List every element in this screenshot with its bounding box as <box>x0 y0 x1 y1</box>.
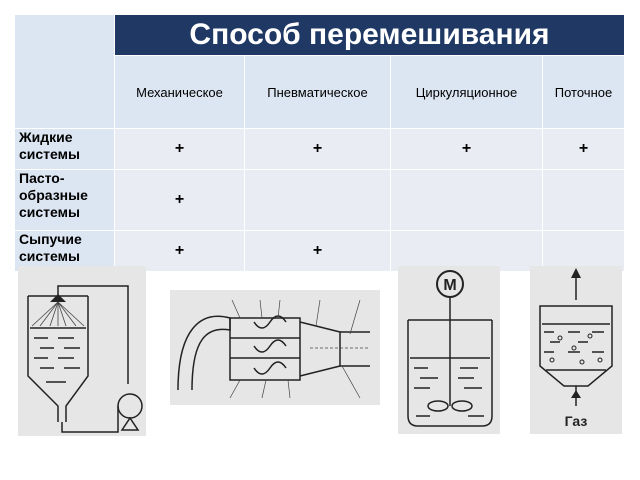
row-header-bulk: Сыпучие системы <box>14 230 115 272</box>
table-cell: + <box>114 230 245 272</box>
row-label-line: системы <box>19 146 80 162</box>
row-label-line: Сыпучие <box>19 231 82 247</box>
table-row: Пасто- образные системы + <box>14 169 625 231</box>
column-header-pneumatic: Пневматическое <box>244 55 391 129</box>
table-cell: + <box>114 169 245 231</box>
table-cell: + <box>114 128 245 170</box>
pneumatic-mixer-drawing: Газ <box>539 268 613 429</box>
table-title: Способ перемешивания <box>114 14 625 56</box>
row-header-liquid: Жидкие системы <box>14 128 115 170</box>
motor-label: M <box>443 277 456 294</box>
column-header-mechanical: Механическое <box>114 55 245 129</box>
table-cell <box>542 169 625 231</box>
column-header-flow: Поточное <box>542 55 625 129</box>
table-cell <box>390 230 543 272</box>
table-cell: + <box>244 230 391 272</box>
table-row: Жидкие системы + + + + <box>14 128 625 170</box>
flow-mixer-diagram <box>170 290 380 405</box>
column-header-circulation: Циркуляционное <box>390 55 543 129</box>
mechanical-mixer-drawing: M <box>407 270 493 427</box>
row-label-line: Пасто- <box>19 170 65 186</box>
row-header-paste: Пасто- образные системы <box>14 169 115 231</box>
circulation-mixer-diagram <box>18 266 146 436</box>
table-cell <box>244 169 391 231</box>
table-corner <box>14 14 115 129</box>
table-cell <box>542 230 625 272</box>
row-label-line: системы <box>19 204 80 220</box>
pneumatic-mixer-diagram: Газ <box>530 266 622 434</box>
row-label-line: Жидкие <box>19 129 73 145</box>
circulation-mixer-drawing <box>27 285 143 433</box>
table-row: Сыпучие системы + + <box>14 230 625 272</box>
mixing-methods-table: Способ перемешивания Механическое Пневма… <box>14 14 625 272</box>
table-cell: + <box>390 128 543 170</box>
flow-mixer-drawing <box>177 299 370 399</box>
mechanical-mixer-diagram: M <box>398 266 500 434</box>
row-label-line: системы <box>19 248 80 264</box>
table-cell <box>390 169 543 231</box>
table-cell: + <box>542 128 625 170</box>
row-label-line: образные <box>19 187 88 203</box>
table-cell: + <box>244 128 391 170</box>
gas-label: Газ <box>565 413 588 429</box>
